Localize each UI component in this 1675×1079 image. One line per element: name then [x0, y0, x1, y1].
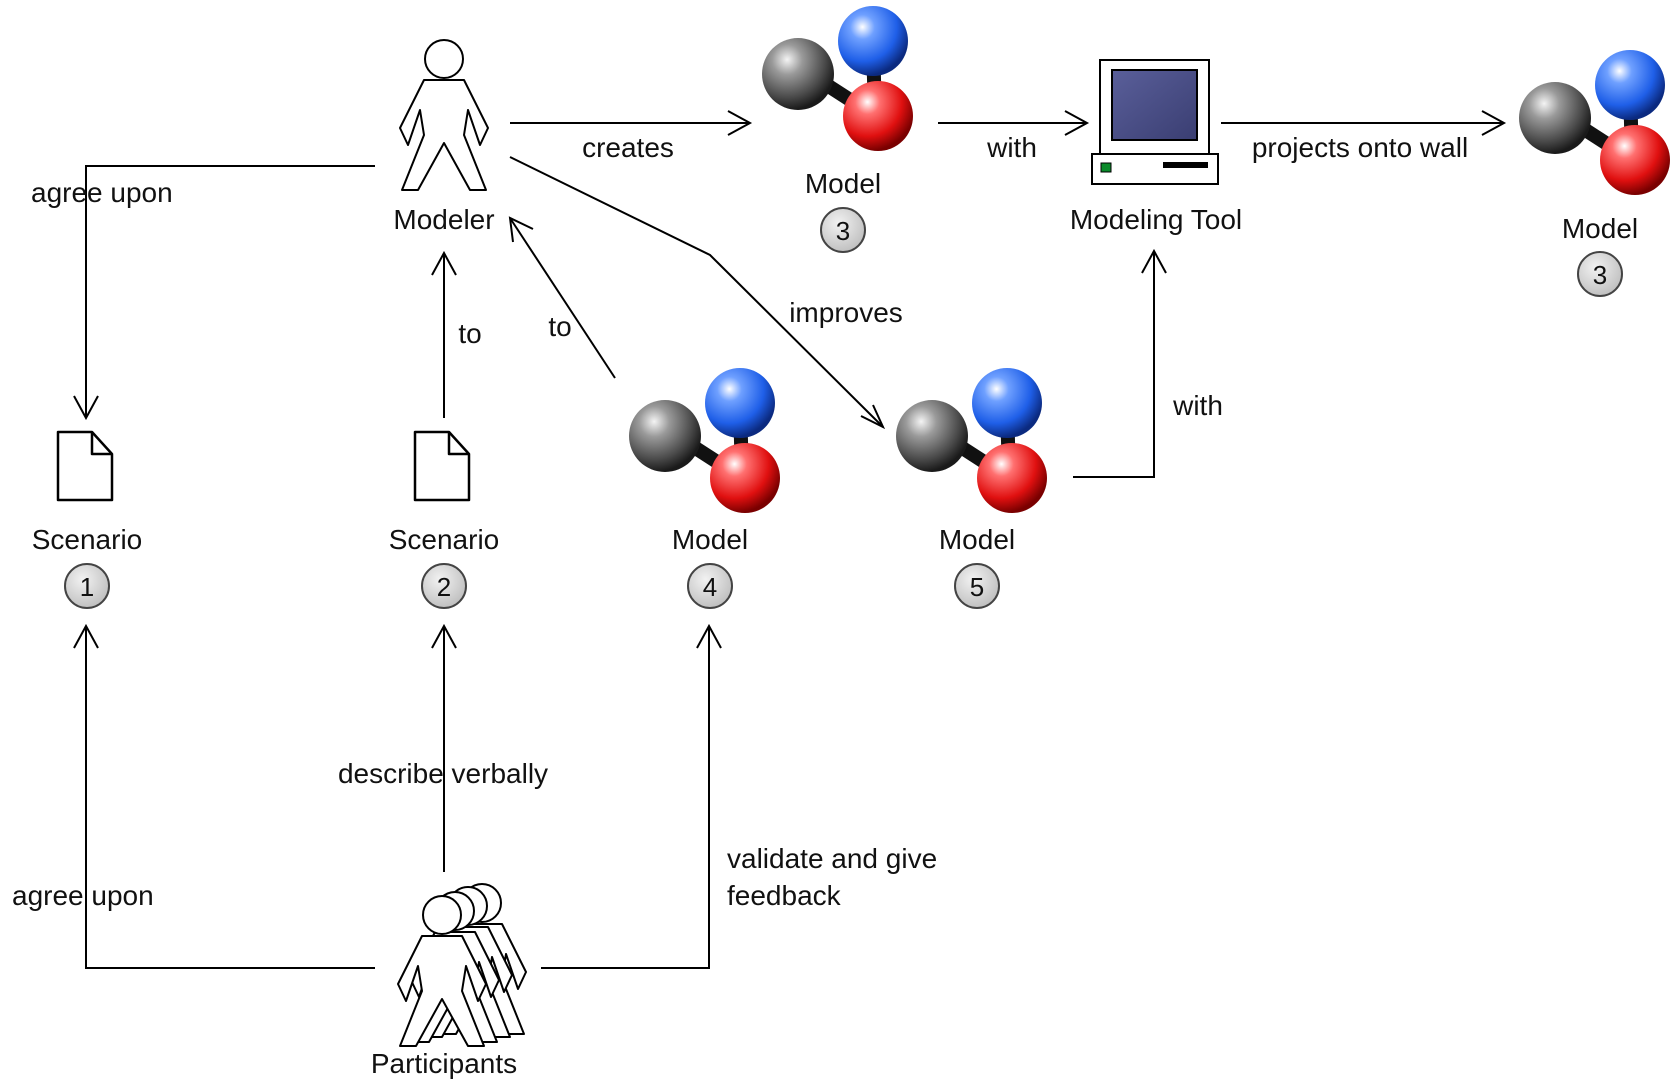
model-4-label: Model	[672, 524, 748, 555]
node-scenario-2: Scenario 2	[389, 430, 500, 609]
edge-label-with-top: with	[986, 132, 1037, 163]
document-icon	[56, 430, 114, 502]
edge-scenario2-to-modeler: to	[431, 250, 482, 418]
edge-with-model5: with	[1073, 248, 1223, 478]
edge-creates: creates	[510, 110, 753, 163]
edge-label-creates: creates	[582, 132, 674, 163]
edge-with-model3: with	[938, 110, 1090, 163]
people-group-icon	[397, 883, 527, 1047]
molecule-icon	[1519, 50, 1670, 195]
modeling-tool-label: Modeling Tool	[1070, 204, 1242, 235]
participants-label: Participants	[371, 1048, 517, 1079]
node-model-4: Model 4	[629, 368, 780, 609]
edge-improves: improves	[509, 156, 903, 430]
node-modeler: Modeler	[393, 39, 495, 235]
edge-label-validate-line2: feedback	[727, 880, 842, 911]
molecule-icon	[896, 368, 1047, 513]
person-icon	[399, 39, 489, 191]
edge-label-agree-upon-top: agree upon	[31, 177, 173, 208]
edge-label-agree-upon-bottom: agree upon	[12, 880, 154, 911]
number-badge: 2	[421, 563, 467, 609]
edge-label-to-2: to	[548, 311, 571, 342]
number-badge: 5	[954, 563, 1000, 609]
number-badge: 3	[820, 207, 866, 253]
computer-icon	[1091, 59, 1219, 185]
badge-number: 3	[1593, 260, 1607, 290]
number-badge: 3	[1577, 251, 1623, 297]
scenario-2-label: Scenario	[389, 524, 500, 555]
edge-label-improves: improves	[789, 297, 903, 328]
document-icon	[413, 430, 471, 502]
node-model-3-projected: Model 3	[1519, 50, 1670, 297]
edge-describe-verbally: describe verbally	[338, 623, 548, 872]
edge-label-validate: validate and give feedback	[727, 843, 945, 911]
node-modeling-tool: Modeling Tool	[1070, 59, 1242, 235]
badge-number: 4	[703, 572, 717, 602]
edge-label-to-1: to	[458, 318, 481, 349]
node-model-5: Model 5	[896, 368, 1047, 609]
edge-agree-upon-top: agree upon	[31, 165, 375, 421]
model-3-label: Model	[805, 168, 881, 199]
model-3-projected-label: Model	[1562, 213, 1638, 244]
edge-model4-to-modeler: to	[508, 216, 616, 379]
edge-label-validate-line1: validate and give	[727, 843, 937, 874]
edge-projects-onto-wall: projects onto wall	[1221, 110, 1507, 163]
molecule-icon	[762, 6, 913, 151]
number-badge: 4	[687, 563, 733, 609]
badge-number: 1	[80, 572, 94, 602]
scenario-1-label: Scenario	[32, 524, 143, 555]
node-scenario-1: Scenario 1	[32, 430, 143, 609]
model-5-label: Model	[939, 524, 1015, 555]
badge-number: 3	[836, 216, 850, 246]
edge-agree-upon-bottom: agree upon	[12, 623, 375, 969]
number-badge: 1	[64, 563, 110, 609]
modeler-label: Modeler	[393, 204, 494, 235]
molecule-icon	[629, 368, 780, 513]
badge-number: 2	[437, 572, 451, 602]
node-model-3: Model 3	[762, 6, 913, 253]
node-participants: Participants	[371, 883, 527, 1079]
edge-label-with-bottom: with	[1172, 390, 1223, 421]
edge-label-describe-verbally: describe verbally	[338, 758, 548, 789]
edge-label-projects: projects onto wall	[1252, 132, 1468, 163]
edge-validate-feedback: validate and give feedback	[541, 623, 945, 969]
badge-number: 5	[970, 572, 984, 602]
